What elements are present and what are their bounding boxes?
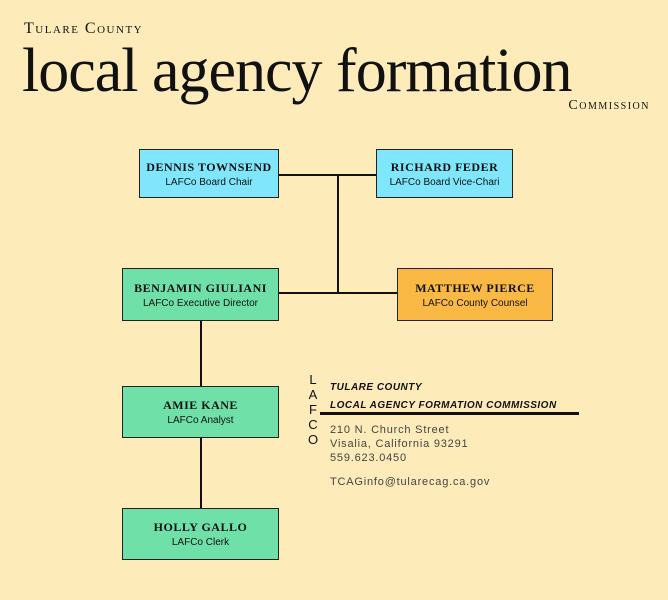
counsel-name: MATTHEW PIERCE [415,280,535,295]
address-street: 210 N. Church Street [330,424,450,436]
analyst-name: AMIE KANE [163,398,238,412]
logo-rule [320,412,579,415]
chair-name: DENNIS TOWNSEND [146,159,272,174]
executive-role: LAFCo Executive Director [142,297,259,309]
connector-board-down [337,175,339,294]
logo-letter: O [307,432,319,447]
clerk-box: HOLLY GALLO LAFCo Clerk [122,508,279,560]
clerk-role: LAFCo Clerk [171,537,230,548]
chair-box: DENNIS TOWNSEND LAFCo Board Chair [139,149,279,198]
logo-letter: F [309,402,317,417]
connector-board [278,174,378,176]
logo-letter: L [309,372,317,387]
vice-chair-name: RICHARD FEDER [390,159,499,174]
address-city: Visalia, California 93291 [330,438,469,450]
county-heading: Tulare County [24,20,144,37]
phone-number: 559.623.0450 [330,452,407,464]
commission-heading: Commission [568,98,650,113]
lafco-vertical-logo: L A F C O [307,372,319,447]
connector-analyst-clerk [200,437,202,509]
counsel-role: LAFCo County Counsel [422,297,528,309]
clerk-name: HOLLY GALLO [153,520,248,534]
logo-letter: C [308,417,318,432]
logo-county: TULARE COUNTY [330,382,423,393]
logo-letter: A [308,387,318,402]
connector-exec-analyst [200,320,202,387]
page-title: local agency formation [22,37,573,105]
logo-agency: LOCAL AGENCY FORMATION COMMISSION [330,400,557,411]
analyst-role: LAFCo Analyst [167,415,234,426]
vice-chair-box: RICHARD FEDER LAFCo Board Vice-Chari [376,149,513,198]
executive-name: BENJAMIN GIULIANI [134,280,267,295]
chair-role: LAFCo Board Chair [165,176,253,188]
email-link[interactable]: TCAGinfo@tularecag.ca.gov [330,476,491,488]
vice-chair-role: LAFCo Board Vice-Chari [389,176,500,188]
counsel-box: MATTHEW PIERCE LAFCo County Counsel [397,268,553,321]
connector-exec-counsel [278,292,398,294]
analyst-box: AMIE KANE LAFCo Analyst [122,386,279,438]
executive-box: BENJAMIN GIULIANI LAFCo Executive Direct… [122,268,279,321]
